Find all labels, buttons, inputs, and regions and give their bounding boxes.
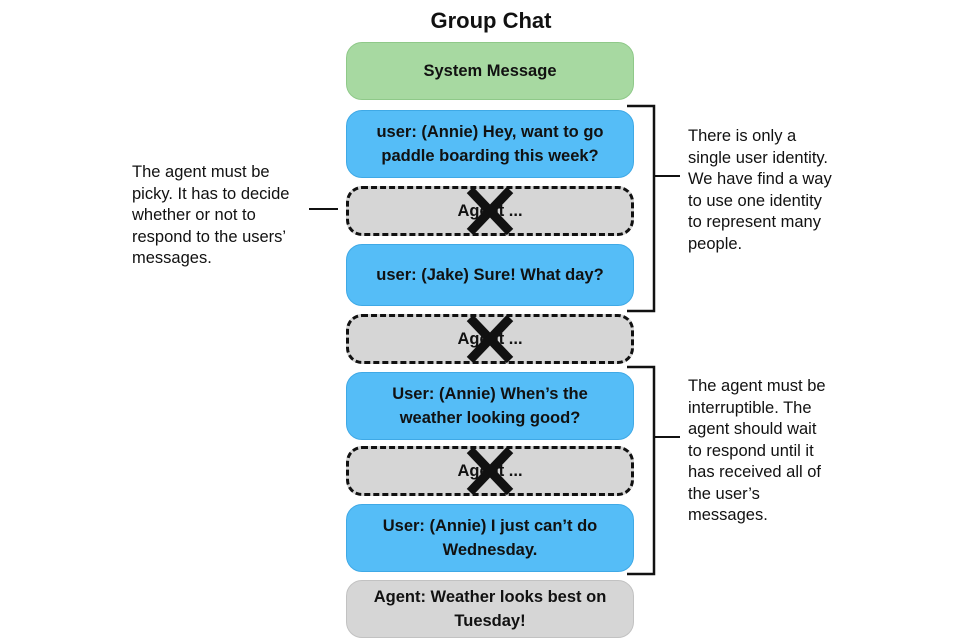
user-message-text: user: (Jake) Sure! What day? <box>376 266 604 284</box>
agent-final-text: Agent: Weather looks best on Tuesday! <box>373 588 607 630</box>
note-picky: The agent must be picky. It has to decid… <box>132 163 290 267</box>
diagram-title: Group Chat <box>430 8 552 33</box>
skipped-agent-message-3: Agent ... <box>346 446 634 496</box>
skipped-agent-message-1: Agent ... <box>346 186 634 236</box>
user-message-annie-wednesday: User: (Annie) I just can’t do Wednesday. <box>346 504 634 572</box>
note-interruptible: The agent must be interruptible. The age… <box>688 377 826 524</box>
agent-final-response: Agent: Weather looks best on Tuesday! <box>346 580 634 638</box>
skipped-agent-message-2: Agent ... <box>346 314 634 364</box>
cross-mark-icon <box>466 314 514 364</box>
user-message-text: User: (Annie) I just can’t do Wednesday. <box>382 517 598 559</box>
user-message-text: user: (Annie) Hey, want to go paddle boa… <box>376 123 604 165</box>
cross-mark-icon <box>466 186 514 236</box>
user-message-text: User: (Annie) When’s the weather looking… <box>392 385 588 427</box>
system-message-bubble: System Message <box>346 42 634 100</box>
user-message-jake-reply: user: (Jake) Sure! What day? <box>346 244 634 306</box>
cross-mark-icon <box>466 446 514 496</box>
system-message-text: System Message <box>423 62 557 80</box>
user-message-annie-weather: User: (Annie) When’s the weather looking… <box>346 372 634 440</box>
user-message-annie-paddle: user: (Annie) Hey, want to go paddle boa… <box>346 110 634 178</box>
note-single-identity: There is only a single user identity. We… <box>688 127 832 253</box>
